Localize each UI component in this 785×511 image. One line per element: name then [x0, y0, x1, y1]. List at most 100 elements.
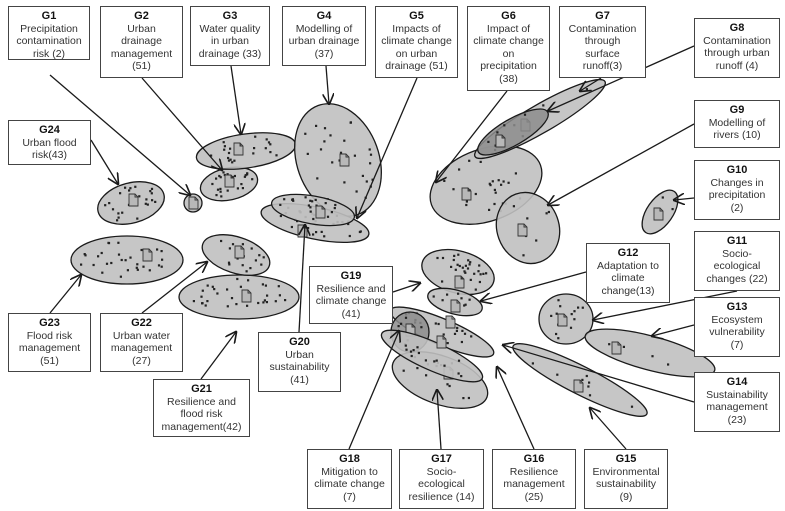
document-dot [547, 210, 550, 214]
document-dot [465, 203, 468, 207]
document-dot [222, 171, 225, 174]
group-label: Contamination through surface runoff(3) [568, 22, 637, 73]
document-dot [478, 280, 481, 284]
connector-layer [49, 45, 738, 450]
document-dot [479, 160, 482, 163]
connector-g3 [230, 65, 241, 134]
document-dot [315, 231, 318, 234]
document-dot [215, 194, 218, 197]
document-dot [559, 305, 562, 308]
document-dot [478, 264, 481, 267]
document-dot [149, 190, 152, 193]
document-dot [461, 329, 464, 332]
document-dot [219, 190, 222, 193]
group-label: Environmental sustainability (9) [592, 465, 660, 503]
document-dot [425, 374, 428, 377]
document-dot [550, 314, 553, 317]
document-dot [446, 293, 449, 296]
document-dot [507, 181, 510, 184]
document-dot [333, 207, 336, 210]
document-dot [236, 187, 239, 190]
document-dot [468, 263, 471, 266]
document-dot [588, 381, 591, 384]
document-dot [124, 259, 127, 262]
document-dot [233, 174, 236, 178]
document-dot [117, 216, 120, 219]
document-dot [416, 346, 419, 349]
connector-g21 [200, 332, 236, 380]
document-dot [339, 151, 343, 154]
document-dot [247, 279, 250, 282]
document-dot [441, 280, 444, 283]
document-dot [219, 176, 222, 179]
document-dot [227, 261, 231, 264]
document-dot [424, 359, 427, 362]
document-dot [257, 301, 260, 305]
group-id: G13 [726, 301, 748, 313]
cluster-g24 [97, 181, 165, 225]
document-dot [227, 156, 230, 160]
group-id: G17 [431, 453, 452, 465]
document-dot [117, 241, 120, 244]
cluster-g12 [421, 248, 495, 296]
document-dot [531, 362, 534, 365]
document-dot [463, 332, 467, 335]
document-dot [283, 198, 286, 201]
document-dot [569, 326, 573, 329]
document-dot [160, 250, 163, 253]
group-id: G2 [134, 10, 149, 22]
document-dot [264, 147, 267, 150]
document-dot [522, 254, 525, 257]
document-dot [491, 180, 494, 183]
document-dot [361, 174, 364, 177]
document-dot [111, 208, 115, 211]
document-dot [570, 313, 573, 316]
document-dot [258, 254, 261, 257]
document-dot [206, 300, 209, 303]
document-dot [557, 299, 560, 302]
document-icon [234, 245, 245, 259]
document-dot [585, 88, 588, 91]
document-dot [229, 147, 232, 150]
document-dot [442, 333, 445, 336]
document-dot [200, 295, 203, 298]
document-dot [359, 230, 362, 233]
document-dot [323, 127, 327, 130]
document-dot [226, 173, 229, 176]
group-label: Modelling of rivers (10) [708, 116, 766, 142]
document-icon [445, 315, 456, 329]
group-label: Resilience and flood risk management(42) [161, 395, 242, 433]
document-dot [397, 325, 400, 328]
document-dot [446, 342, 449, 345]
connector-g6 [436, 90, 508, 182]
document-dot [253, 147, 256, 150]
document-dot [249, 267, 252, 270]
document-dot [453, 332, 457, 335]
document-dot [215, 177, 218, 180]
document-dot [117, 253, 121, 256]
document-dot [369, 153, 373, 156]
document-dot [218, 174, 221, 178]
document-dot [104, 204, 107, 207]
document-dot [343, 181, 346, 184]
document-icon [495, 134, 506, 148]
group-id: G16 [523, 453, 545, 465]
cluster-ellipse [495, 191, 561, 265]
group-id: G10 [726, 164, 748, 176]
document-dot [494, 191, 497, 194]
group-label: Urban water management (27) [110, 329, 173, 367]
document-dot [134, 185, 137, 188]
document-dot [441, 299, 444, 302]
document-dot [474, 192, 477, 196]
document-dot [245, 270, 248, 273]
document-dot [319, 148, 323, 151]
document-dot [266, 294, 269, 297]
document-dot [309, 206, 312, 209]
document-dot [254, 259, 257, 262]
